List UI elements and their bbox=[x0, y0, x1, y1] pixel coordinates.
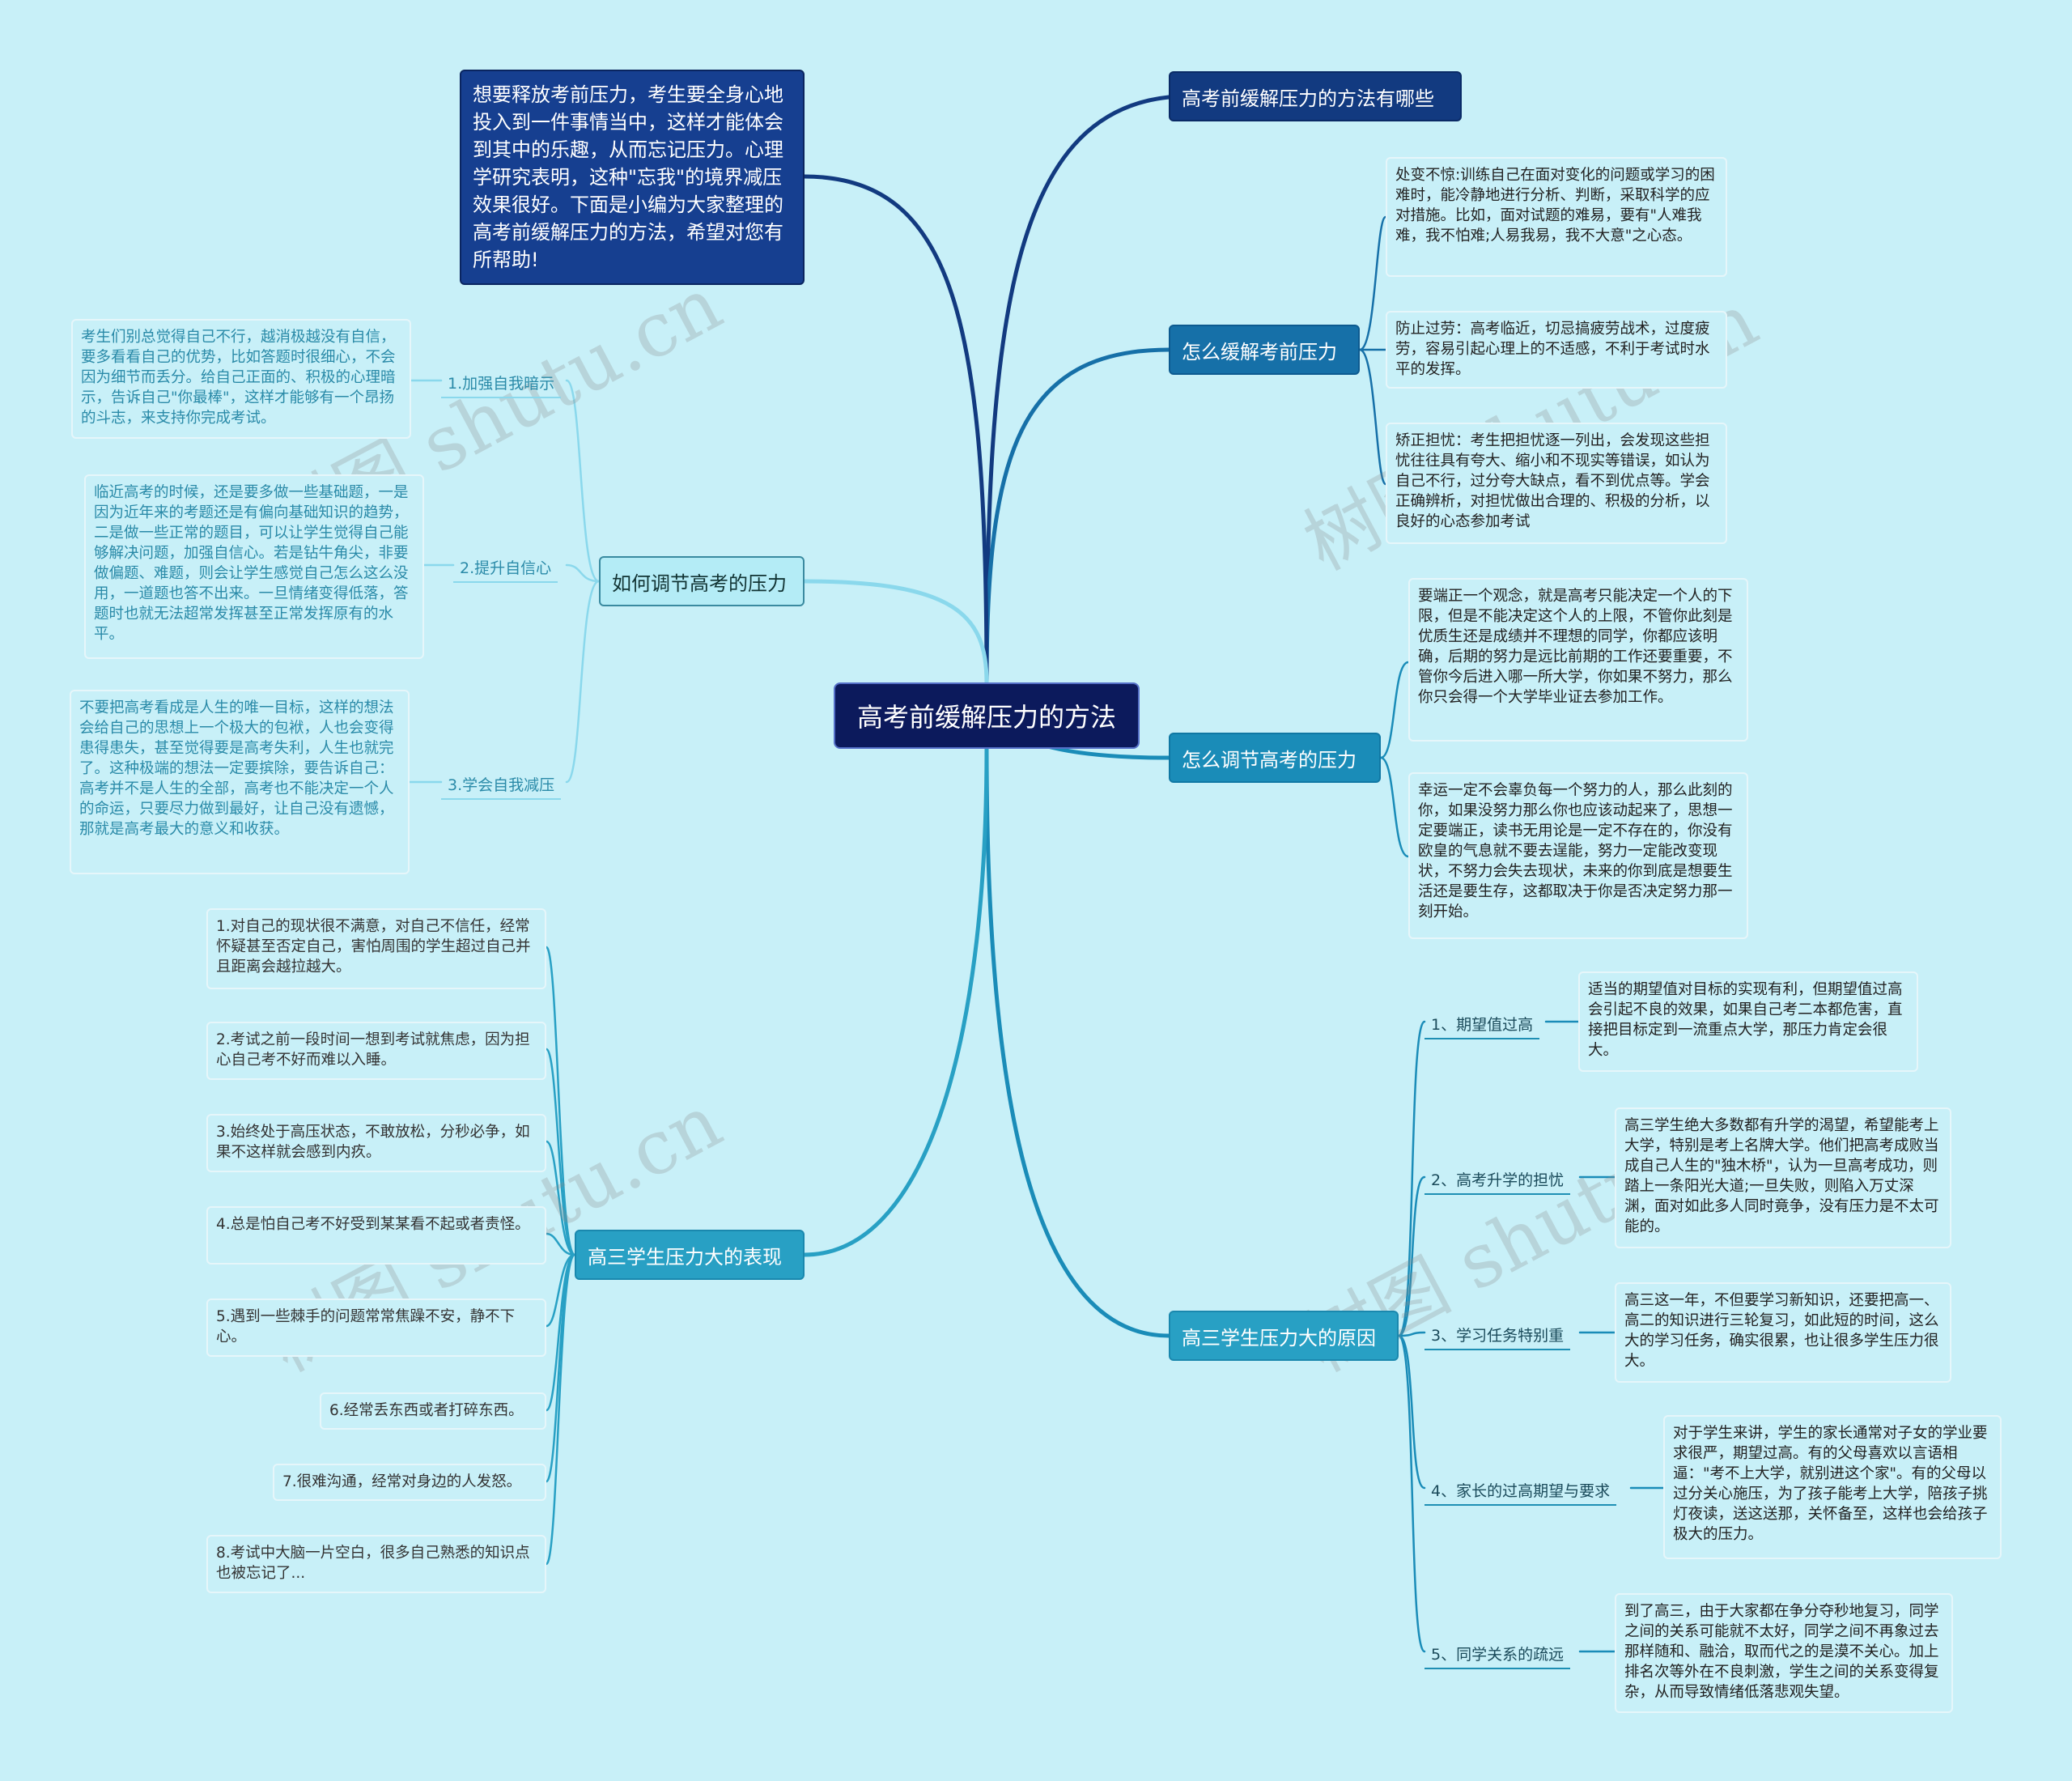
branch-how-adjust[interactable]: 如何调节高考的压力 bbox=[599, 556, 805, 606]
cause-text-4[interactable]: 对于学生来讲，学生的家长通常对子女的学业要求很严，期望过高。有的父母喜欢以言语相… bbox=[1663, 1415, 2002, 1559]
branch-methods[interactable]: 高考前缓解压力的方法有哪些 bbox=[1169, 71, 1462, 121]
branch-relieve[interactable]: 怎么缓解考前压力 bbox=[1169, 325, 1360, 375]
symptom-6[interactable]: 6.经常丢东西或者打碎东西。 bbox=[320, 1392, 546, 1430]
leaf-relieve-1[interactable]: 处变不惊:训练自己在面对变化的问题或学习的困难时，能冷静地进行分析、判断，采取科… bbox=[1386, 157, 1727, 277]
branch-causes[interactable]: 高三学生压力大的原因 bbox=[1169, 1311, 1399, 1361]
tip-label-1[interactable]: 1.加强自我暗示 bbox=[441, 368, 562, 398]
symptom-8[interactable]: 8.考试中大脑一片空白，很多自己熟悉的知识点也被忘记了... bbox=[206, 1535, 546, 1593]
cause-label-1[interactable]: 1、期望值过高 bbox=[1424, 1010, 1540, 1039]
symptom-1[interactable]: 1.对自己的现状很不满意，对自己不信任，经常怀疑甚至否定自己，害怕周围的学生超过… bbox=[206, 908, 546, 989]
leaf-relieve-3[interactable]: 矫正担忧：考生把担忧逐一列出，会发现这些担忧往往具有夸大、缩小和不现实等错误，如… bbox=[1386, 423, 1727, 544]
symptom-4[interactable]: 4.总是怕自己考不好受到某某看不起或者责怪。 bbox=[206, 1206, 546, 1265]
cause-text-1[interactable]: 适当的期望值对目标的实现有利，但期望值过高会引起不良的效果，如果自己考二本都危害… bbox=[1578, 971, 1918, 1072]
symptom-2[interactable]: 2.考试之前一段时间一想到考试就焦虑，因为担心自己考不好而难以入睡。 bbox=[206, 1022, 546, 1080]
branch-symptoms[interactable]: 高三学生压力大的表现 bbox=[575, 1230, 805, 1280]
symptom-5[interactable]: 5.遇到一些棘手的问题常常焦躁不安，静不下心。 bbox=[206, 1299, 546, 1357]
tip-text-3[interactable]: 不要把高考看成是人生的唯一目标，这样的想法会给自己的思想上一个极大的包袱，人也会… bbox=[70, 690, 410, 874]
link-root-b4 bbox=[984, 746, 1171, 1338]
cause-label-4[interactable]: 4、家长的过高期望与要求 bbox=[1424, 1476, 1617, 1506]
link-root-b1 bbox=[984, 95, 1171, 685]
leaf-adjust-2[interactable]: 幸运一定不会辜负每一个努力的人，那么此刻的你，如果没努力那么你也应该动起来了，思… bbox=[1408, 772, 1748, 939]
cause-text-5[interactable]: 到了高三，由于大家都在争分夺秒地复习，同学之间的关系可能就不太好，同学之间不再象… bbox=[1615, 1593, 1953, 1713]
symptom-7[interactable]: 7.很难沟通，经常对身边的人发怒。 bbox=[273, 1464, 546, 1501]
tip-text-2[interactable]: 临近高考的时候，还是要多做一些基础题，一是因为近年来的考题还是有偏向基础知识的趋… bbox=[84, 474, 424, 659]
tip-label-2[interactable]: 2.提升自信心 bbox=[453, 553, 558, 583]
link-root-c2 bbox=[802, 746, 989, 1257]
cause-label-2[interactable]: 2、高考升学的担忧 bbox=[1424, 1165, 1571, 1195]
root-topic[interactable]: 高考前缓解压力的方法 bbox=[834, 682, 1140, 749]
leaf-relieve-2[interactable]: 防止过劳：高考临近，切忌搞疲劳战术，过度疲劳，容易引起心理上的不适感，不利于考试… bbox=[1386, 311, 1727, 389]
cause-label-3[interactable]: 3、学习任务特别重 bbox=[1424, 1320, 1571, 1350]
cause-label-5[interactable]: 5、同学关系的疏远 bbox=[1424, 1639, 1571, 1669]
link-root-c1 bbox=[802, 579, 989, 685]
link-root-b2 bbox=[984, 347, 1171, 685]
tip-text-1[interactable]: 考生们别总觉得自己不行，越消极越没有自信，要多看看自己的优势，比如答题时很细心，… bbox=[71, 319, 411, 439]
intro-note[interactable]: 想要释放考前压力，考生要全身心地投入到一件事情当中，这样才能体会到其中的乐趣，从… bbox=[460, 70, 805, 285]
branch-adjust[interactable]: 怎么调节高考的压力 bbox=[1169, 733, 1381, 783]
cause-text-2[interactable]: 高三学生绝大多数都有升学的渴望，希望能考上大学，特别是考上名牌大学。他们把高考成… bbox=[1615, 1107, 1951, 1248]
tip-label-3[interactable]: 3.学会自我减压 bbox=[441, 770, 562, 800]
symptom-3[interactable]: 3.始终处于高压状态，不敢放松，分秒必争，如果不这样就会感到内疚。 bbox=[206, 1114, 546, 1172]
leaf-adjust-1[interactable]: 要端正一个观念，就是高考只能决定一个人的下限，但是不能决定这个人的上限，不管你此… bbox=[1408, 578, 1748, 742]
link-root-intro bbox=[802, 174, 989, 685]
cause-text-3[interactable]: 高三这一年，不但要学习新知识，还要把高一、高二的知识进行三轮复习，如此短的时间，… bbox=[1615, 1282, 1951, 1383]
